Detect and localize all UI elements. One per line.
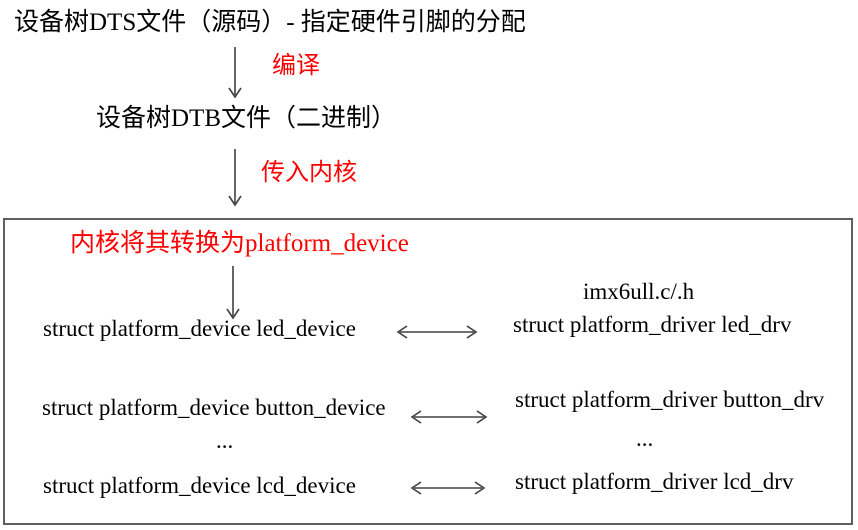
pass-to-kernel-label: 传入内核 xyxy=(261,160,357,186)
platform-device-lcd: struct platform_device lcd_device xyxy=(43,473,356,498)
platform-driver-lcd: struct platform_driver lcd_drv xyxy=(515,469,794,494)
device-ellipsis: ... xyxy=(216,428,234,453)
platform-device-button: struct platform_device button_device xyxy=(42,395,386,420)
pass-to-kernel-down-arrow-icon xyxy=(228,149,242,207)
platform-device-led: struct platform_device led_device xyxy=(43,316,356,341)
compile-label: 编译 xyxy=(272,53,320,79)
platform-driver-button: struct platform_driver button_drv xyxy=(515,387,825,412)
kernel-convert-heading: 内核将其转换为platform_device xyxy=(70,230,409,257)
imx6ull-file-label: imx6ull.c/.h xyxy=(583,279,695,304)
dtb-file-label: 设备树DTB文件（二进制） xyxy=(96,105,397,132)
driver-ellipsis: ... xyxy=(636,426,654,451)
platform-driver-led: struct platform_driver led_drv xyxy=(513,312,792,337)
dts-file-label: 设备树DTS文件（源码）- 指定硬件引脚的分配 xyxy=(14,9,526,36)
kernel-box xyxy=(3,218,853,525)
compile-down-arrow-icon xyxy=(228,47,242,99)
